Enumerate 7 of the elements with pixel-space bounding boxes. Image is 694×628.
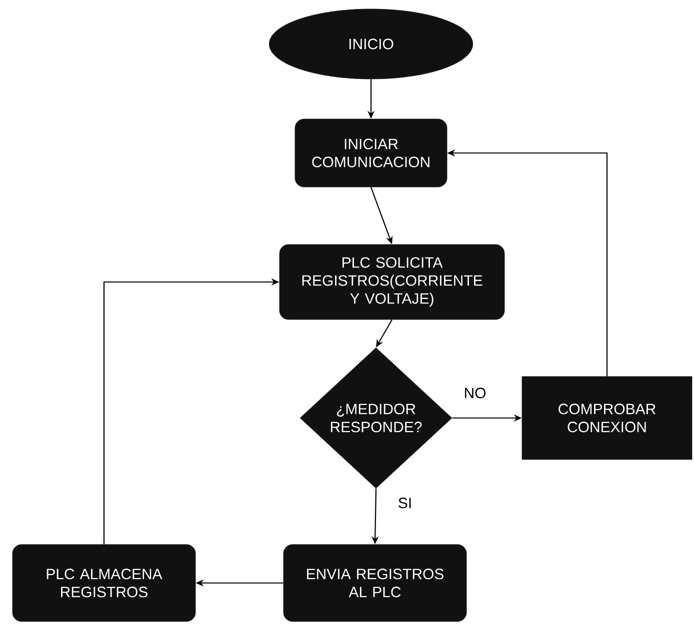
- process-box: PLC SOLICITA REGISTROS(CORRIENTE Y VOLTAJE): [279, 244, 505, 320]
- edge-label: NO: [462, 386, 488, 400]
- process-box: PLC ALMACENA REGISTROS: [12, 544, 196, 622]
- process-box: COMPROBAR CONEXION: [522, 376, 692, 460]
- edge-label: SI: [396, 496, 414, 510]
- process-box: ENVIA REGISTROS AL PLC: [283, 544, 467, 622]
- process-box: INICIAR COMUNICACION: [294, 118, 448, 188]
